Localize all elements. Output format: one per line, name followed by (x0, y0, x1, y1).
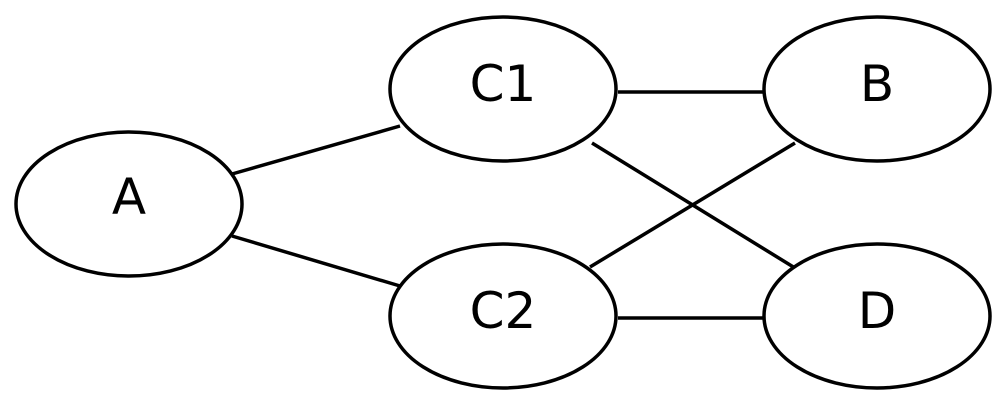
node-d-ellipse (762, 242, 992, 390)
edges-layer (231, 90, 796, 320)
edge-a-c2 (231, 234, 401, 288)
node-b-label: B (860, 55, 894, 113)
node-c1: C1 (388, 15, 618, 163)
node-c1-ellipse (388, 15, 618, 163)
edge-c2-b (589, 141, 796, 269)
edge-a-c1 (231, 124, 401, 176)
node-b: B (762, 15, 992, 163)
nodes-layer: A C1 C2 B D (14, 15, 992, 390)
node-c2-label: C2 (470, 282, 537, 340)
node-a-label: A (112, 168, 146, 226)
node-c2-ellipse (388, 242, 618, 390)
node-a: A (14, 130, 244, 278)
node-c1-label: C1 (470, 55, 537, 113)
node-a-ellipse (14, 130, 244, 278)
node-b-ellipse (762, 15, 992, 163)
node-c2: C2 (388, 242, 618, 390)
node-d: D (762, 242, 992, 390)
node-d-label: D (858, 282, 897, 340)
